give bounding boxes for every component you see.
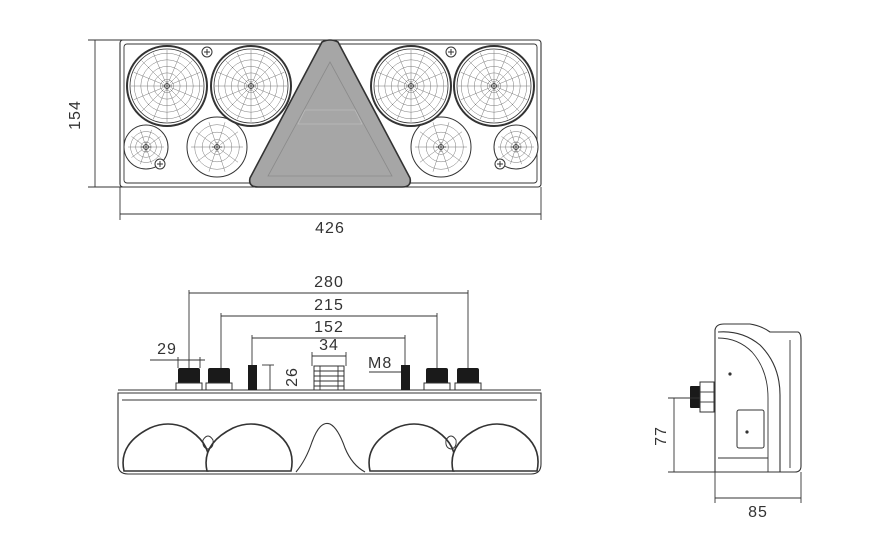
dimension-label-34: 34 [319, 337, 339, 354]
label-plate [736, 409, 765, 449]
connector-plug [454, 368, 482, 391]
lens-dome [205, 423, 293, 472]
lens-upper [370, 45, 452, 127]
dimension-label-77: 77 [653, 426, 670, 446]
vent-icon [202, 435, 214, 450]
connector-plug [175, 368, 203, 391]
side-connector [690, 381, 715, 413]
mounting-stud [401, 365, 410, 390]
dimension-label-85: 85 [748, 504, 768, 521]
lens-shell-curve [717, 331, 781, 472]
lens-lower-small [493, 124, 539, 170]
lens-lower [410, 116, 472, 178]
dimension-label-280: 280 [314, 274, 344, 291]
reflector-triangle-inner [267, 61, 393, 177]
mounting-stud [248, 365, 257, 390]
lens-dome [451, 423, 539, 472]
screw-icon [445, 46, 457, 58]
lens-lower-small [123, 124, 169, 170]
thread-label: M8 [368, 355, 392, 372]
side-housing-outline [714, 323, 802, 473]
reflector-mark [297, 109, 363, 125]
lens-group [123, 45, 539, 178]
lens-dome [122, 423, 210, 472]
rivet-icon [745, 430, 749, 434]
connector-plug [205, 368, 233, 391]
connector-plug [423, 368, 451, 391]
dimension-label-152: 152 [314, 319, 344, 336]
lens-shell-inner-curve [717, 337, 769, 472]
dimension-label-426: 426 [315, 220, 345, 237]
lens-upper [210, 45, 292, 127]
side-view: 77 85 [653, 323, 802, 521]
dimension-label-154: 154 [67, 100, 84, 130]
lens-lower [186, 116, 248, 178]
dimension-label-26: 26 [284, 367, 301, 387]
bottom-housing-outline [117, 392, 542, 475]
rivet-icon [728, 372, 732, 376]
dimension-label-215: 215 [314, 297, 344, 314]
screw-icon [201, 46, 213, 58]
cable-gland [313, 365, 345, 391]
vent-icon [445, 435, 457, 450]
lens-upper [453, 45, 535, 127]
reflector-profile [295, 422, 366, 473]
lens-dome [368, 423, 456, 472]
reflector-triangle [248, 39, 412, 188]
lens-upper [126, 45, 208, 127]
bottom-view: 280 215 152 34 29 26 M8 [117, 274, 542, 475]
front-view: 154 426 [67, 39, 542, 237]
screw-icon [494, 158, 506, 170]
dimension-label-29: 29 [157, 341, 177, 358]
screw-icon [154, 158, 166, 170]
